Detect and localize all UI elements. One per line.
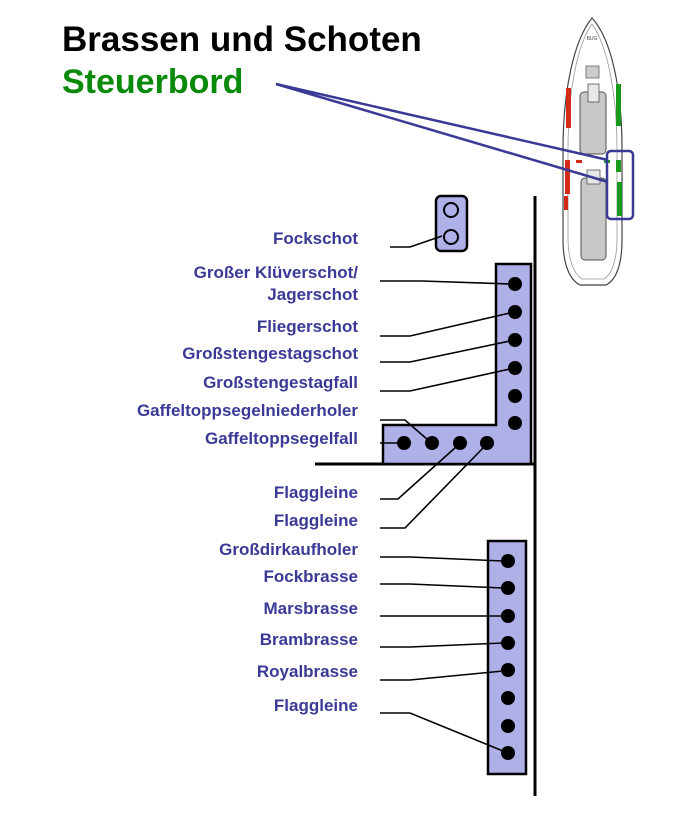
red-pin-1 — [576, 160, 582, 163]
label-grosser-kluever-line2: Jagerschot — [267, 285, 358, 304]
pin-dot — [425, 436, 439, 450]
upper-pinrail — [381, 262, 533, 466]
page-title: Brassen und Schoten — [62, 20, 422, 59]
ship-deck-plan: BUG — [275, 17, 635, 286]
pin-dot — [508, 416, 522, 430]
pointer-line-2 — [275, 82, 609, 184]
label-brambrasse: Brambrasse — [259, 630, 358, 649]
lower-pinrail — [486, 539, 528, 776]
leader-grossstengestagfall — [380, 368, 511, 392]
label-grossstengestagschot: Großstengestagschot — [182, 344, 358, 363]
label-grossstengestagfall: Großstengestagfall — [203, 373, 358, 392]
label-grossdirkaufholer: Großdirkaufholer — [219, 540, 358, 559]
label-fockbrasse: Fockbrasse — [263, 567, 359, 586]
ship-hull-inner — [567, 23, 618, 280]
deckhouse-aft — [580, 177, 607, 261]
starboard-rail-fore — [616, 84, 621, 126]
leader-royalbrasse — [380, 670, 504, 681]
pin-dot — [453, 436, 467, 450]
leader-grossstengestagschot — [380, 340, 511, 363]
leader-brambrasse — [380, 642, 504, 648]
leader-flaggleine-1 — [380, 446, 457, 500]
label-flaggleine-1: Flaggleine — [273, 483, 358, 502]
leader-lines — [380, 235, 511, 752]
page-subtitle: Steuerbord — [62, 63, 244, 101]
pin-dot — [508, 389, 522, 403]
starboard-rail-aft — [617, 182, 622, 216]
belaying-pin — [443, 202, 459, 218]
forward-hatch — [585, 65, 600, 79]
label-fockschot: Fockschot — [272, 229, 358, 248]
pin-dot — [501, 663, 515, 677]
pin-dots — [397, 277, 522, 760]
pin-dot — [480, 436, 494, 450]
pin-dot — [501, 746, 515, 760]
leader-fliegerschot — [380, 312, 511, 337]
pin-dot — [501, 636, 515, 650]
label-fliegerschot: Fliegerschot — [256, 317, 358, 336]
pin-dot — [508, 277, 522, 291]
pin-dot — [501, 609, 515, 623]
leader-gaffeltoppsegelniederholer — [380, 419, 429, 441]
fockschot-pin-block — [434, 194, 469, 253]
leader-grossdirkaufholer — [380, 556, 504, 562]
leader-fockschot — [390, 235, 443, 248]
pin-dot — [501, 554, 515, 568]
port-rail-aft — [564, 196, 568, 210]
label-royalbrasse: Royalbrasse — [256, 662, 358, 681]
leader-flaggleine-2 — [380, 446, 485, 529]
highlight-box — [605, 149, 635, 221]
pin-dot — [508, 305, 522, 319]
pin-dot — [508, 361, 522, 375]
label-marsbrasse: Marsbrasse — [263, 599, 358, 618]
label-gaffeltoppsegelfall: Gaffeltoppsegelfall — [204, 429, 358, 448]
pin-dot — [501, 719, 515, 733]
leader-grosser-kluever — [380, 280, 511, 285]
port-rail-mid — [565, 160, 570, 194]
leader-fockbrasse — [380, 583, 504, 589]
pin-dot — [508, 333, 522, 347]
leader-flaggleine-3 — [380, 712, 504, 752]
pointer-line-1 — [275, 82, 609, 162]
foremast-pinrail — [587, 83, 600, 103]
label-gaffeltoppsegelniederholer: Gaffeltoppsegelniederholer — [136, 401, 358, 420]
label-flaggleine-2: Flaggleine — [273, 511, 358, 530]
starboard-rail-mid — [616, 160, 621, 172]
pin-dot — [501, 691, 515, 705]
port-rail-fore — [566, 88, 571, 128]
pin-dot — [501, 581, 515, 595]
label-flaggleine-3: Flaggleine — [273, 696, 358, 715]
belaying-pin — [443, 229, 459, 245]
pin-dot — [397, 436, 411, 450]
ship-bow-label: BUG — [587, 36, 598, 42]
label-grosser-kluever-line1: Großer Klüverschot/ — [193, 263, 358, 282]
